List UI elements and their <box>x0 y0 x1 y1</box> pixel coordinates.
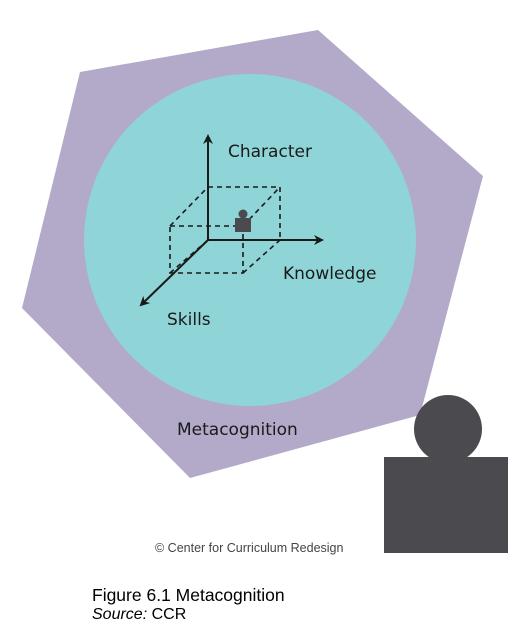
copyright-text: © Center for Curriculum Redesign <box>155 541 343 555</box>
large-person-icon <box>384 395 508 553</box>
skills-label: Skills <box>167 310 211 330</box>
knowledge-label: Knowledge <box>283 264 376 284</box>
figure-caption: Figure 6.1 Metacognition Source: CCR <box>92 585 285 625</box>
source-value: CCR <box>151 606 187 623</box>
dashed-cube <box>169 186 281 274</box>
axes <box>139 134 324 307</box>
small-person-icon <box>235 209 251 232</box>
skills-axis <box>139 239 209 307</box>
source-label: Source: <box>92 606 148 623</box>
character-label: Character <box>228 142 312 162</box>
caption-title: Figure 6.1 Metacognition <box>92 585 285 605</box>
caption-source: Source: CCR <box>92 605 285 625</box>
metacognition-label: Metacognition <box>177 420 298 440</box>
